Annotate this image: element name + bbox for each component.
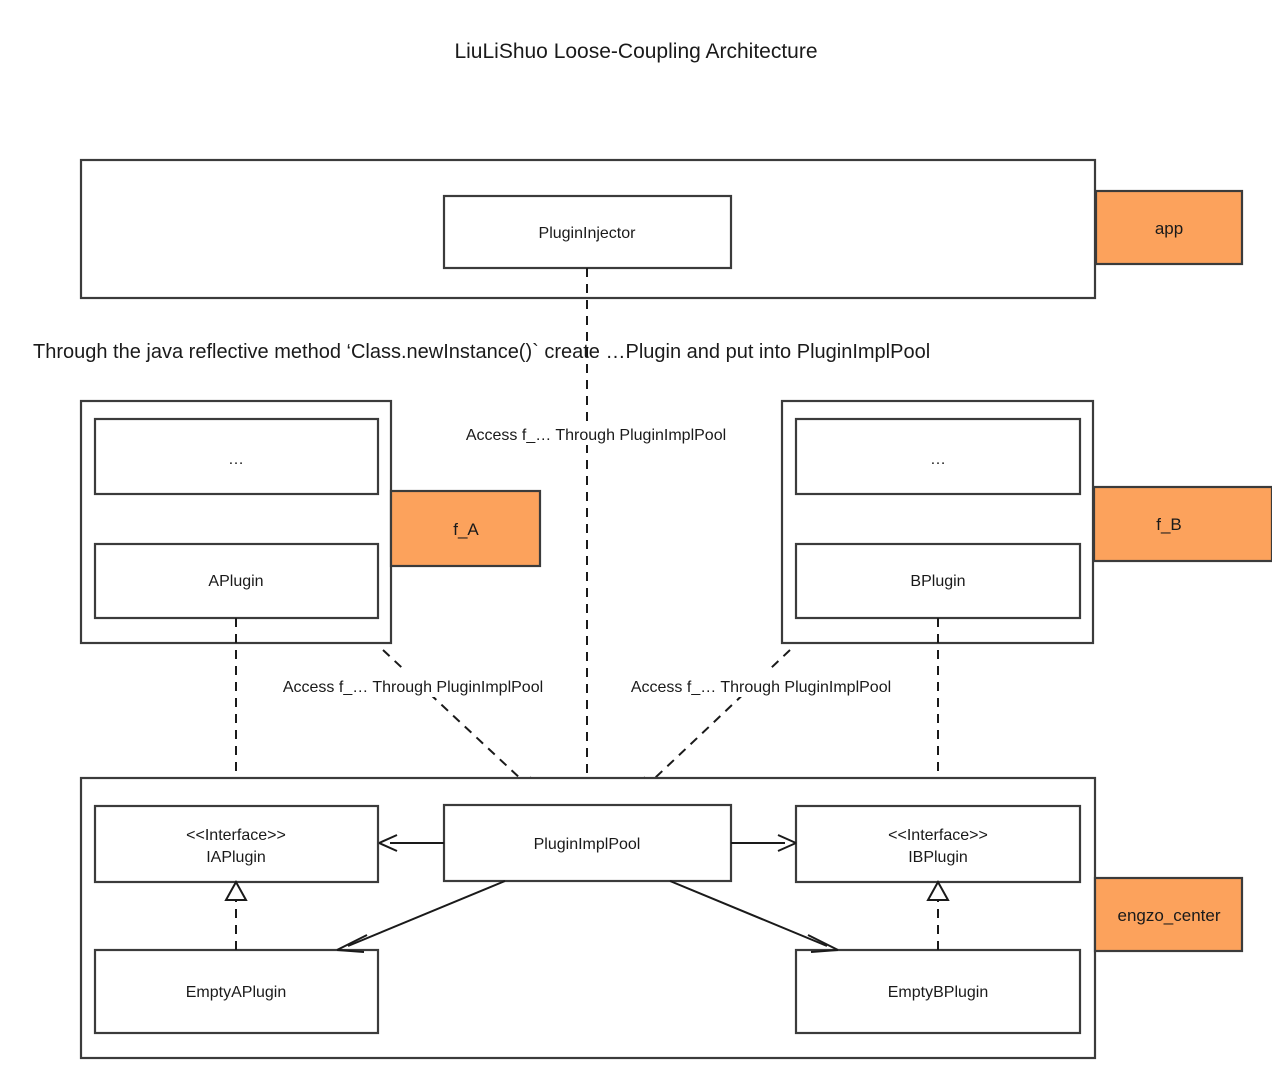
edge-pool-to-ibplugin-arrow-bottom — [777, 842, 797, 852]
package-tag-f-b-label: f_B — [1156, 515, 1182, 534]
package-tag-f-b — [1092, 485, 1272, 563]
class-empty-aplugin-label: EmptyAPlugin — [186, 984, 287, 1001]
class-aplugin[interactable] — [93, 542, 380, 620]
class-aplugin-label: APlugin — [208, 573, 263, 590]
package-tag-f-a — [389, 489, 542, 568]
edge-empty-aplugin-realizes-iaplugin-arrowhead — [224, 879, 248, 901]
class-plugin-injector-label: PluginInjector — [539, 225, 637, 242]
edge-pool-to-iaplugin-arrow-top — [378, 834, 398, 844]
edge-pool-to-empty-aplugin-arrow-top — [336, 934, 368, 951]
edge-pool-to-iaplugin-arrow-bottom — [378, 842, 398, 852]
package-tag-app-label: app — [1155, 219, 1183, 238]
class-iaplugin[interactable] — [93, 804, 380, 884]
edge-empty-bplugin-realizes-ibplugin-arrowhead — [926, 879, 950, 901]
class-bplugin-label: BPlugin — [910, 573, 965, 590]
package-tag-engzo-center — [1093, 876, 1244, 953]
class-plugin-injector[interactable] — [442, 194, 733, 270]
edge-label-aplugin-bg — [262, 671, 564, 697]
edge-pool-to-empty-bplugin-arrow-bottom — [810, 949, 839, 953]
edge-pool-to-empty-bplugin — [669, 880, 828, 947]
class-plugin-impl-pool[interactable] — [442, 803, 733, 883]
edge-pool-to-empty-bplugin-arrow-top — [807, 934, 839, 951]
edge-pool-to-empty-aplugin-arrow-bottom — [336, 949, 365, 953]
edge-pool-to-empty-aplugin — [347, 880, 506, 947]
class-ibplugin-label: IBPlugin — [908, 849, 968, 866]
edge-label-injector-to-pool: Access f_… Through PluginImplPool — [466, 427, 726, 444]
package-tag-app — [1094, 189, 1244, 266]
package-tag-engzo-center-label: engzo_center — [1117, 906, 1220, 925]
edge-label-aplugin-to-pool: Access f_… Through PluginImplPool — [283, 679, 543, 696]
class-bplugin[interactable] — [794, 542, 1082, 620]
class-iaplugin-stereotype: <<Interface>> — [186, 827, 286, 844]
edge-label-bplugin-bg — [610, 671, 912, 697]
class-ibplugin[interactable] — [794, 804, 1082, 884]
class-f-a-ellipsis[interactable] — [93, 417, 380, 496]
class-empty-aplugin[interactable] — [93, 948, 380, 1035]
class-iaplugin-label: IAPlugin — [206, 849, 266, 866]
package-tag-f-a-label: f_A — [453, 520, 479, 539]
edge-label-injector-bg — [440, 421, 740, 445]
reflection-note: Through the java reflective method ‘Clas… — [33, 341, 930, 363]
class-ibplugin-stereotype: <<Interface>> — [888, 827, 988, 844]
class-f-b-ellipsis-label: … — [930, 451, 946, 468]
diagram-title: LiuLiShuo Loose-Coupling Architecture — [454, 40, 817, 63]
class-plugin-impl-pool-label: PluginImplPool — [534, 836, 641, 853]
class-f-a-ellipsis-label: … — [228, 451, 244, 468]
class-f-b-ellipsis[interactable] — [794, 417, 1082, 496]
class-empty-bplugin[interactable] — [794, 948, 1082, 1035]
edge-label-bplugin-to-pool: Access f_… Through PluginImplPool — [631, 679, 891, 696]
edge-pool-to-ibplugin-arrow-top — [777, 834, 797, 844]
class-empty-bplugin-label: EmptyBPlugin — [888, 984, 989, 1001]
